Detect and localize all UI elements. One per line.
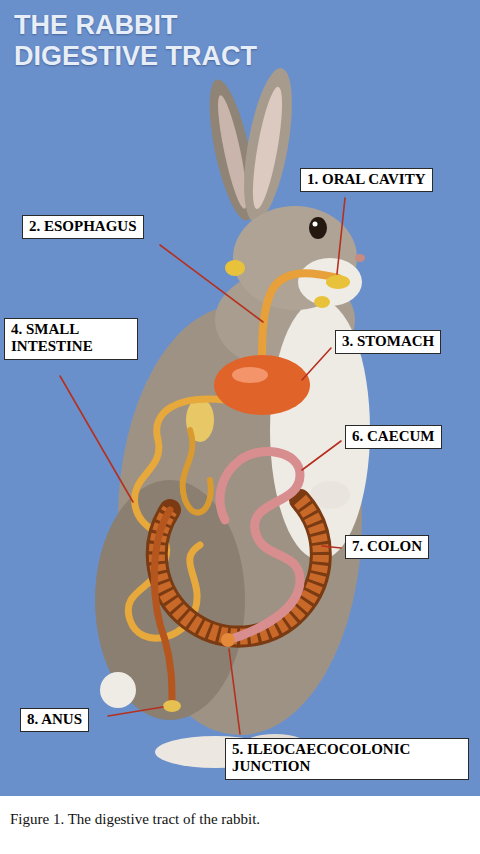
organ-label: 3. STOMACH bbox=[342, 333, 434, 350]
stomach bbox=[214, 355, 310, 415]
leader-line bbox=[302, 441, 341, 470]
rabbit-tail bbox=[100, 672, 136, 708]
rectum bbox=[154, 510, 172, 700]
salivary-gland bbox=[314, 296, 330, 308]
organ-label: 4. SMALL INTESTINE bbox=[11, 321, 131, 356]
front-ear bbox=[235, 65, 301, 226]
organ-label: 7. COLON bbox=[352, 538, 422, 555]
digestive-organs bbox=[128, 260, 350, 712]
label-box: 2. ESOPHAGUS bbox=[22, 215, 144, 239]
anus bbox=[163, 700, 181, 712]
label-box: 5. ILEOCAECOCOLONIC JUNCTION bbox=[225, 738, 469, 780]
caecum bbox=[220, 452, 300, 640]
leader-lines bbox=[60, 198, 345, 734]
organ-label: 2. ESOPHAGUS bbox=[29, 218, 137, 235]
caption-ground bbox=[0, 796, 480, 854]
leader-line bbox=[322, 546, 341, 548]
label-box: 7. COLON bbox=[345, 535, 429, 559]
figure-caption: Figure 1. The digestive tract of the rab… bbox=[10, 810, 470, 828]
organ-label: 1. ORAL CAVITY bbox=[307, 171, 426, 188]
organ-label: 6. CAECUM bbox=[352, 428, 435, 445]
stomach-highlight bbox=[232, 367, 268, 383]
leader-line bbox=[337, 198, 345, 274]
label-box: 1. ORAL CAVITY bbox=[300, 168, 433, 192]
label-box: 3. STOMACH bbox=[335, 330, 441, 354]
rabbit-muzzle bbox=[298, 258, 362, 306]
leader-line bbox=[108, 707, 163, 716]
organ-label: 5. ILEOCAECOCOLONIC JUNCTION bbox=[232, 741, 462, 776]
ileocaecocolonic-junction bbox=[221, 633, 235, 647]
front-ear-inner bbox=[247, 85, 288, 211]
organ-label: 8. ANUS bbox=[27, 711, 82, 728]
eye-highlight bbox=[313, 222, 318, 227]
leader-line bbox=[229, 649, 240, 734]
salivary-gland bbox=[225, 260, 245, 276]
leader-line bbox=[160, 245, 263, 322]
leader-line bbox=[60, 376, 133, 502]
rabbit-nose bbox=[355, 254, 365, 262]
blue-background bbox=[0, 0, 480, 796]
esophagus-tube bbox=[262, 273, 338, 358]
leader-line bbox=[302, 348, 331, 380]
small-intestine bbox=[183, 430, 211, 513]
label-box: 4. SMALL INTESTINE bbox=[4, 318, 138, 360]
diagram-title: THE RABBIT DIGESTIVE TRACT bbox=[14, 10, 294, 72]
label-box: 6. CAECUM bbox=[345, 425, 442, 449]
rabbit-eye bbox=[309, 217, 327, 239]
label-box: 8. ANUS bbox=[20, 708, 89, 732]
oral-cavity bbox=[326, 275, 350, 289]
